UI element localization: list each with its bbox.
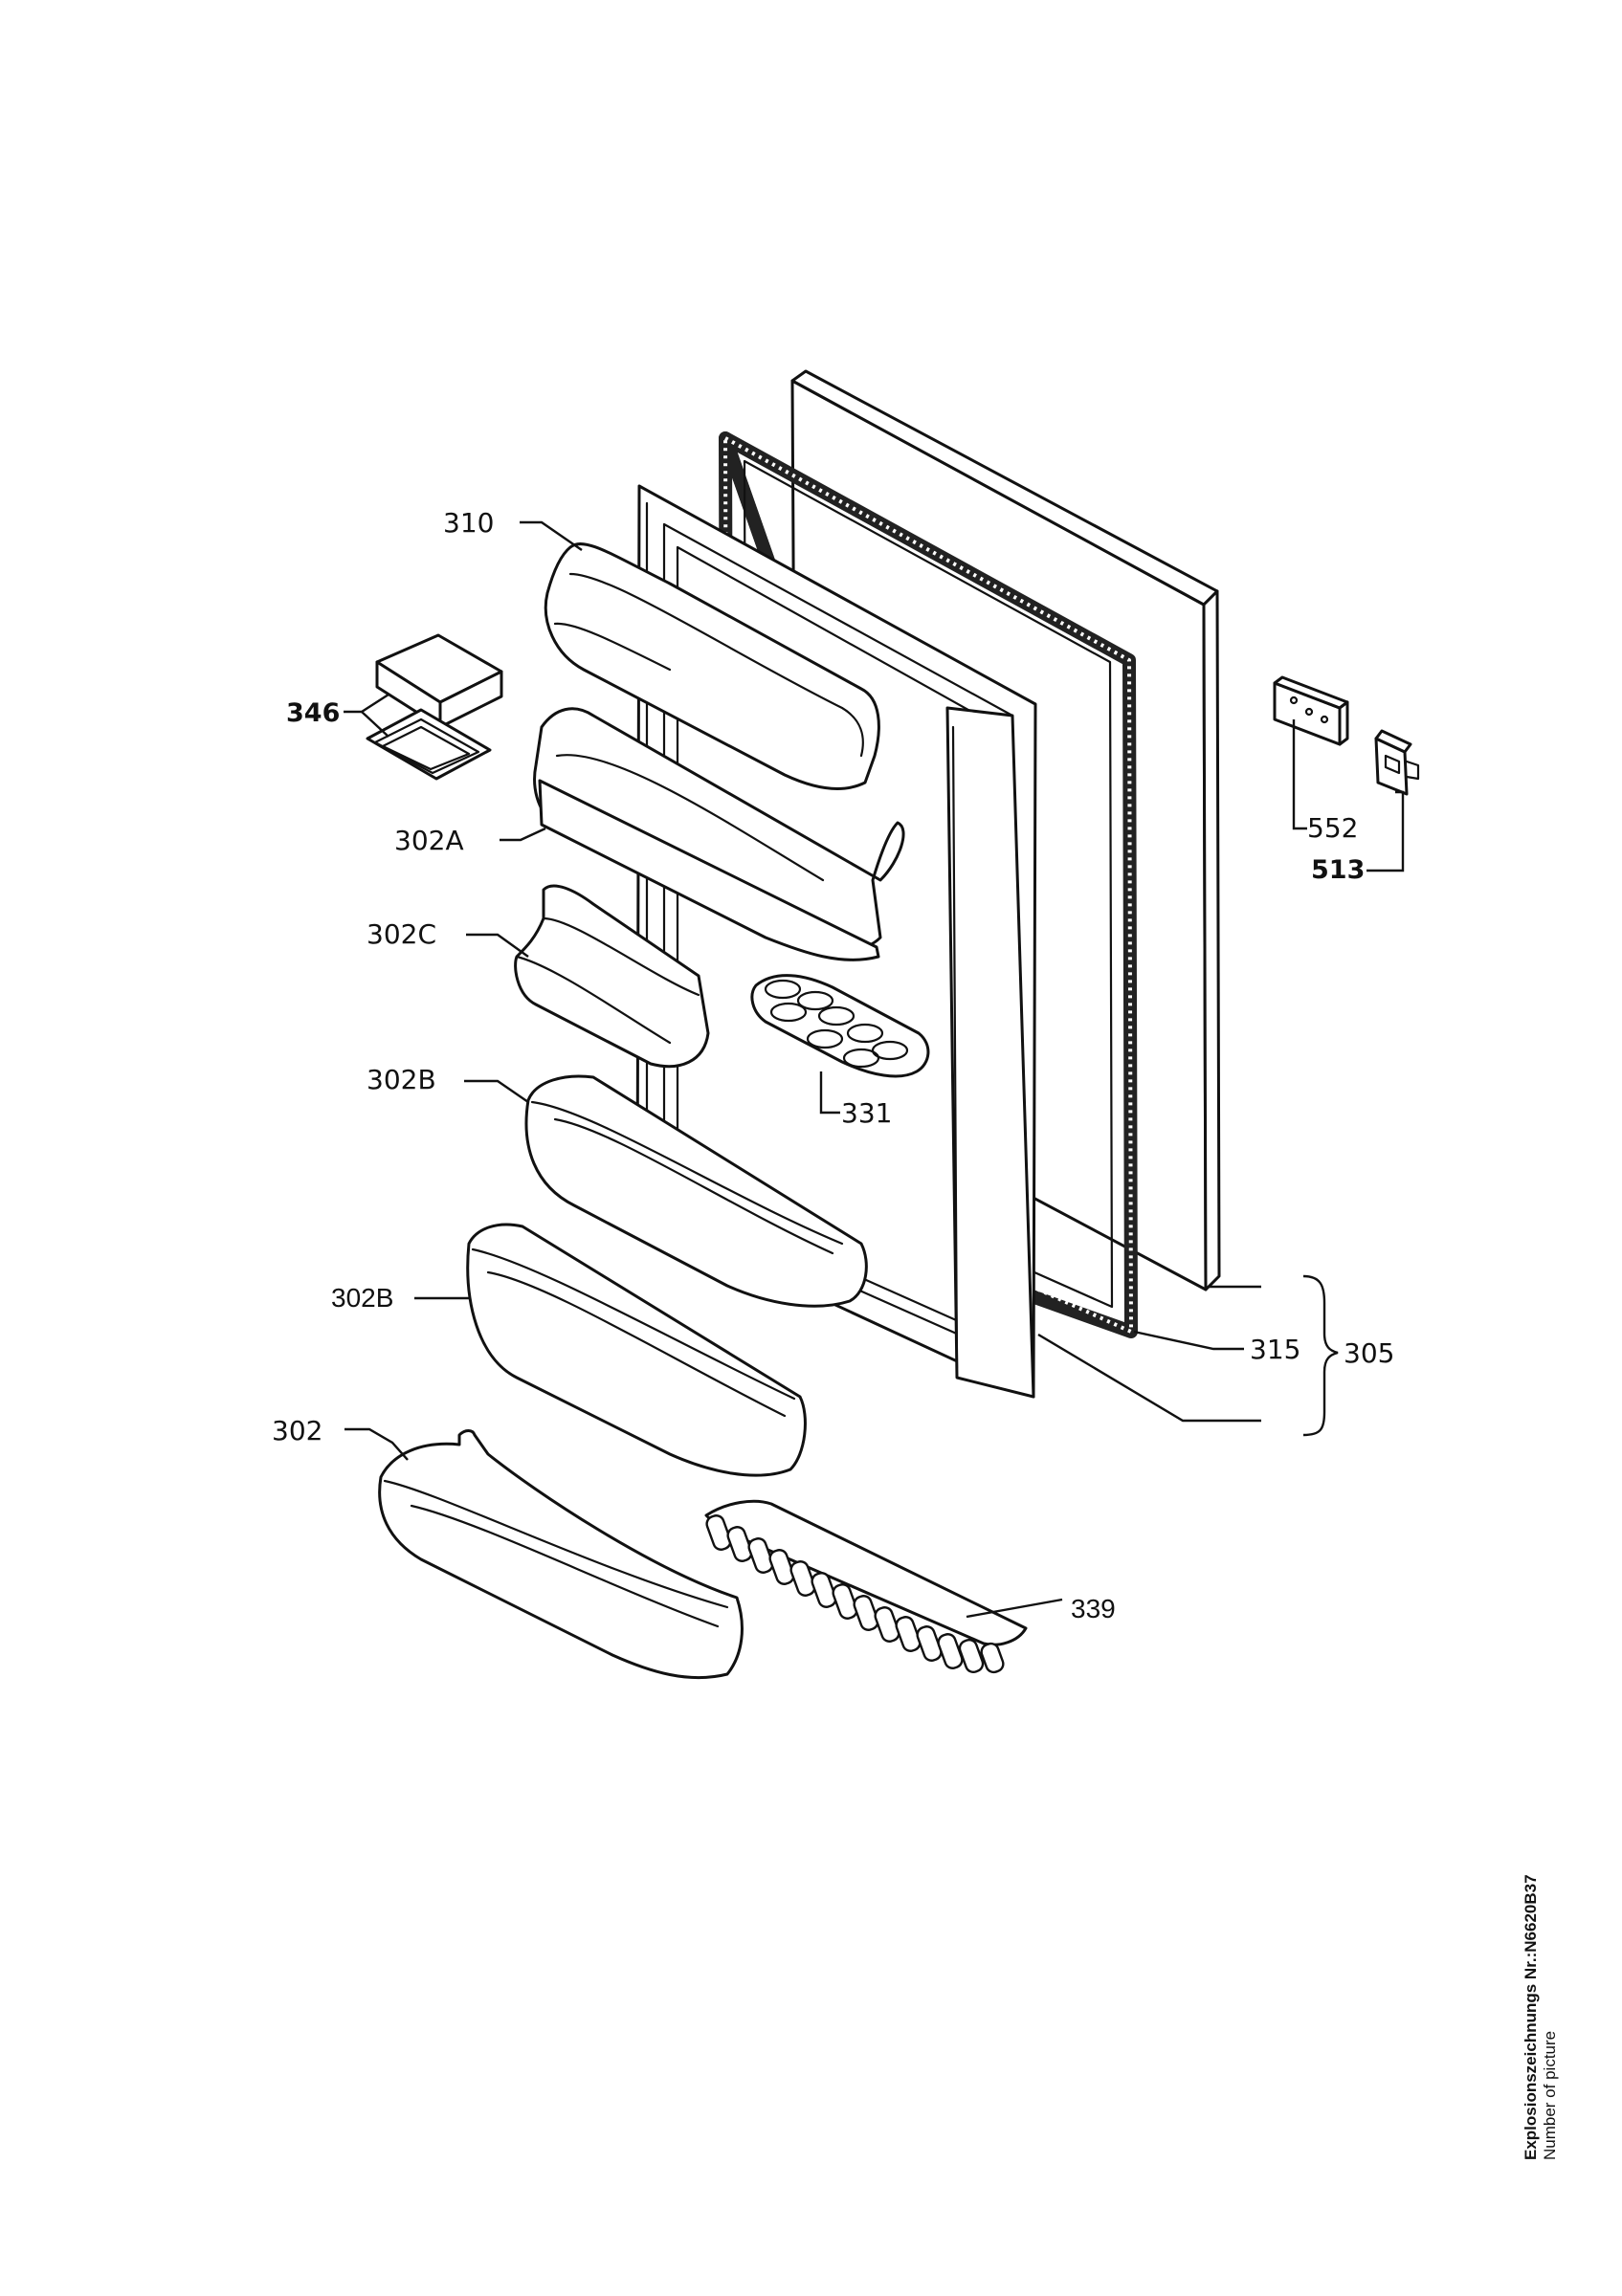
leader-302 (344, 1427, 409, 1461)
label-346: 346 (286, 698, 340, 728)
label-310: 310 (443, 507, 494, 539)
door-shelf-310 (544, 542, 880, 790)
leader-331 (819, 1071, 840, 1115)
label-552: 552 (1307, 812, 1358, 844)
label-302b-lower: 302B (331, 1283, 393, 1313)
door-shelf-302 (378, 1429, 744, 1680)
butter-box-346 (366, 633, 503, 781)
door-shelf-302c (514, 884, 710, 1069)
label-513: 513 (1311, 855, 1365, 885)
drawing-number-title: Explosionszeichnungs Nr.:N6620B37 (1522, 1874, 1540, 2160)
label-331: 331 (841, 1097, 892, 1129)
leader-302b-upper (464, 1079, 529, 1103)
egg-tray-331 (750, 974, 930, 1078)
label-302c: 302C (367, 918, 436, 950)
leader-346-b (361, 711, 389, 738)
hinge-bracket-513 (1374, 729, 1420, 796)
label-315: 315 (1250, 1334, 1300, 1365)
leader-310 (520, 520, 583, 551)
label-305: 305 (1344, 1337, 1394, 1369)
leader-346-a (344, 693, 389, 714)
leader-302c (466, 933, 529, 958)
leader-305-bottom (1037, 1333, 1261, 1423)
leader-302a (500, 827, 546, 842)
door-shelf-302a (533, 707, 905, 961)
brace-305 (1302, 1274, 1339, 1437)
bottle-rack-339 (704, 1499, 1028, 1674)
leader-513 (1366, 790, 1405, 872)
hinge-plate-552 (1273, 675, 1349, 746)
door-shelf-302b-lower (466, 1223, 807, 1477)
part-labels: 310 346 302A 302C 302B 302B 302 331 339 … (272, 507, 1394, 1623)
leader-552 (1292, 719, 1307, 830)
leader-339 (966, 1598, 1063, 1619)
label-302b-upper: 302B (367, 1064, 436, 1095)
drawing-number-subtitle: Number of picture (1541, 2030, 1559, 2160)
leader-lines (344, 520, 1405, 1619)
label-302: 302 (272, 1415, 322, 1446)
label-302a: 302A (394, 825, 464, 856)
label-339: 339 (1071, 1594, 1116, 1623)
door-shelf-302b-upper (524, 1074, 868, 1308)
leader-315 (1133, 1330, 1244, 1351)
